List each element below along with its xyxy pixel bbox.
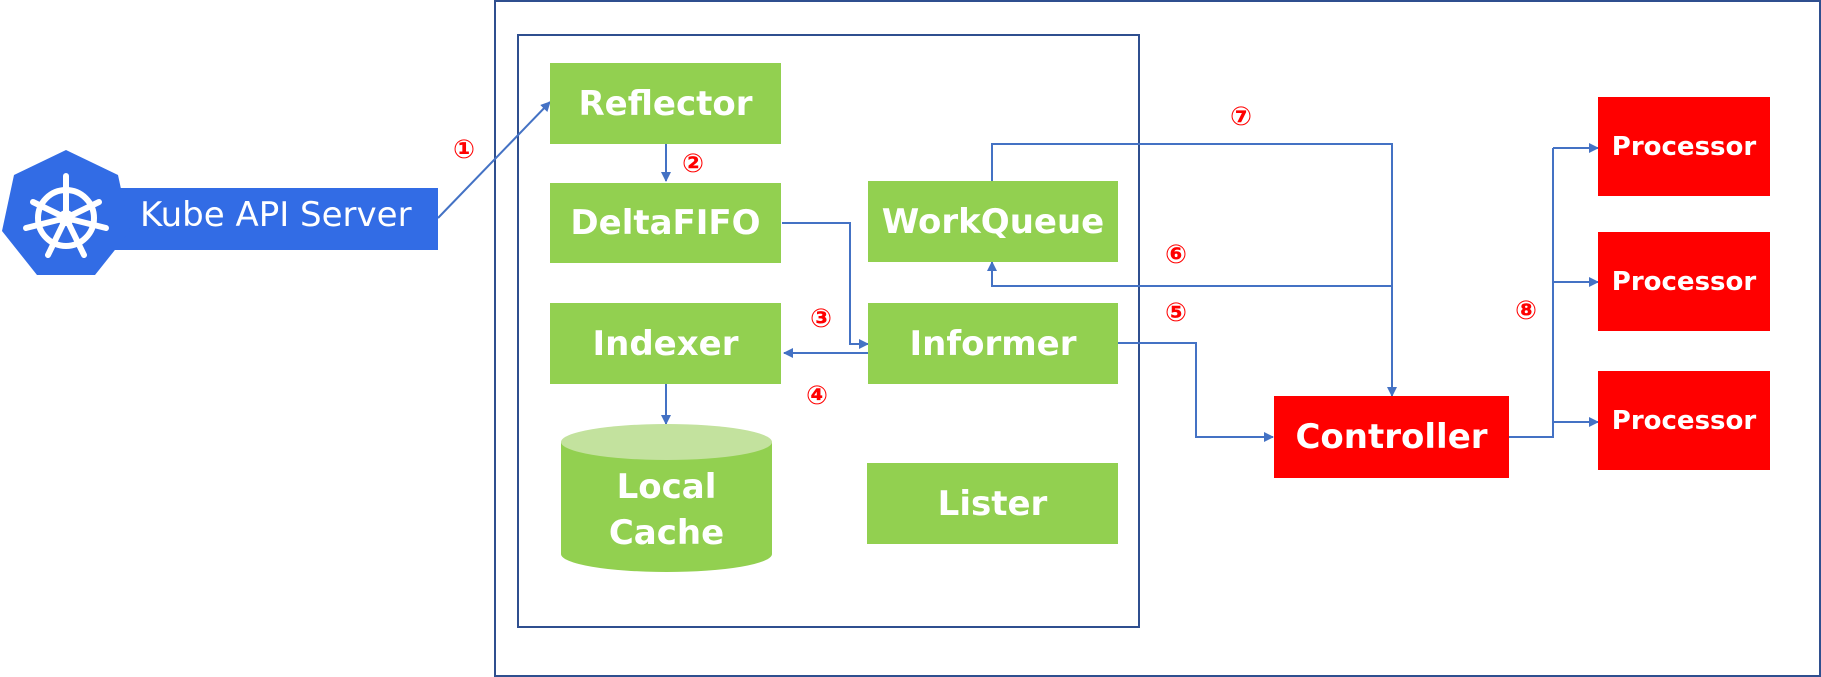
step-8-label: ⑧: [1514, 296, 1537, 326]
informer-frame: [517, 34, 1140, 628]
kubernetes-helm-icon: [2, 150, 130, 275]
processor-box-1: Processor: [1598, 97, 1770, 196]
arrow-informer-to-controller: [1117, 342, 1274, 442]
kube-api-banner: [90, 188, 438, 250]
deltafifo-box: DeltaFIFO: [550, 183, 781, 263]
step-3-label: ③: [809, 304, 832, 334]
reflector-box: Reflector: [550, 63, 781, 144]
step-1-label: ①: [452, 135, 475, 165]
local-cache-cylinder: Local Cache: [560, 424, 773, 574]
local-cache-line-2: Cache: [608, 513, 725, 553]
step-5-label: ⑤: [1164, 298, 1187, 328]
step-7-label: ⑦: [1229, 102, 1252, 132]
processor-box-2: Processor: [1598, 232, 1770, 331]
local-cache-line-1: Local: [616, 467, 717, 507]
informer-box: Informer: [868, 303, 1118, 384]
arrow-controller-to-workqueue: [987, 261, 1392, 287]
step-6-label: ⑥: [1164, 240, 1187, 270]
step-2-label: ②: [681, 149, 704, 179]
arrow-workqueue-to-controller: [991, 143, 1397, 397]
kube-api-server-label: Kube API Server: [140, 195, 412, 235]
arrow-api-to-reflector: [437, 101, 551, 219]
outer-frame: [494, 0, 1821, 677]
arrow-deltafifo-to-informer: [782, 222, 869, 349]
local-cache-label: Local Cache: [560, 464, 773, 556]
workqueue-box: WorkQueue: [868, 181, 1118, 262]
controller-box: Controller: [1274, 396, 1509, 478]
kube-api-server: Kube API Server: [0, 148, 440, 280]
processor-box-3: Processor: [1598, 371, 1770, 470]
indexer-box: Indexer: [550, 303, 781, 384]
step-4-label: ④: [805, 381, 828, 411]
cylinder-shape: [561, 424, 772, 572]
lister-box: Lister: [867, 463, 1118, 544]
arrow-controller-to-processors-trunk: [1509, 148, 1554, 438]
